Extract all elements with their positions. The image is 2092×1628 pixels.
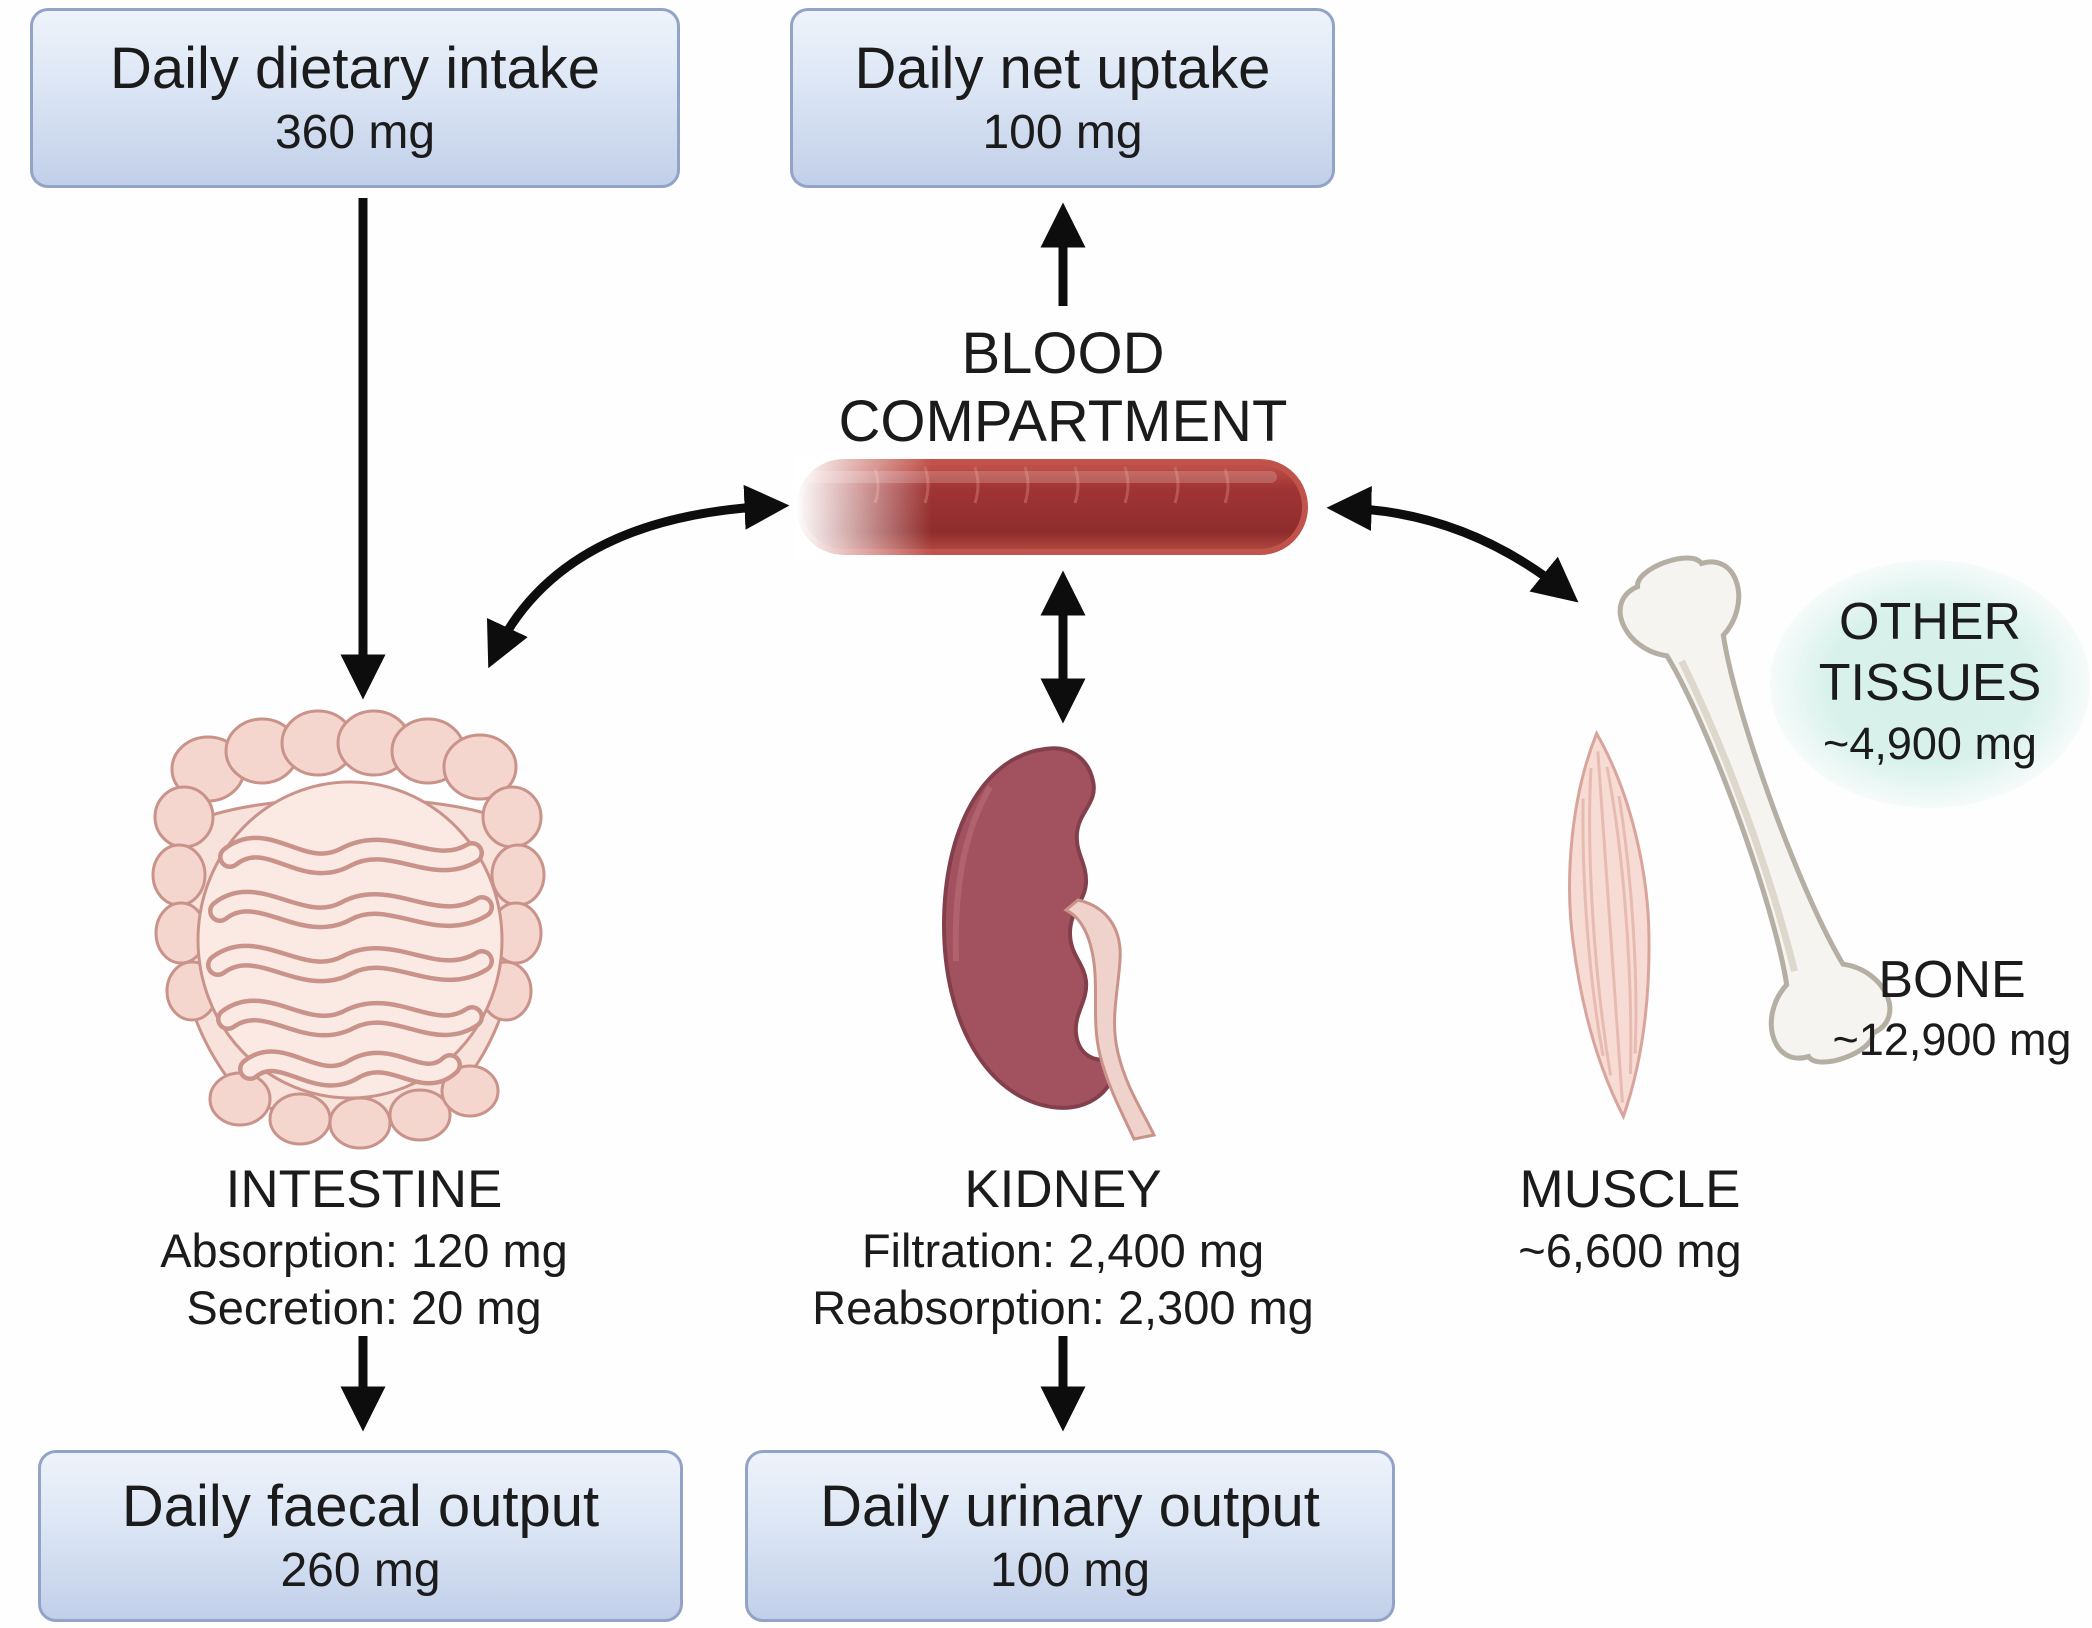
dietary-intake-title: Daily dietary intake <box>110 35 600 101</box>
blood-vessel-illustration <box>795 455 1320 560</box>
dietary-intake-value: 360 mg <box>274 106 436 160</box>
colon-haustra <box>151 709 546 1150</box>
bone-illustration <box>1617 555 1893 1065</box>
faecal-output-box: Daily faecal output 260 mg <box>38 1450 683 1622</box>
intestine-secretion: Secretion: 20 mg <box>186 1280 542 1334</box>
muscle-label: MUSCLE ~6,600 mg <box>1470 1158 1790 1279</box>
muscle-striations <box>1581 751 1638 1103</box>
kidney-label: KIDNEY Filtration: 2,400 mg Reabsorption… <box>738 1158 1388 1336</box>
bone-label: BONE ~12,900 mg <box>1812 950 2092 1070</box>
other-tissues-line1: OTHER <box>1839 593 2021 651</box>
net-uptake-value: 100 mg <box>982 106 1143 160</box>
bone-value: ~12,900 mg <box>1832 1014 2072 1066</box>
bone-name: BONE <box>1878 951 2026 1009</box>
arrow-blood-bone-bidirectional <box>1326 486 1579 603</box>
muscle-value: ~6,600 mg <box>1518 1223 1742 1277</box>
small-intestine-coils-fill <box>210 840 490 1084</box>
other-tissues-glow <box>1770 560 2090 808</box>
faecal-output-value: 260 mg <box>280 1544 441 1598</box>
net-uptake-box: Daily net uptake 100 mg <box>790 8 1335 188</box>
net-uptake-title: Daily net uptake <box>854 35 1271 101</box>
blood-compartment-line1: BLOOD <box>961 321 1165 386</box>
ureter <box>1063 898 1157 1141</box>
urinary-output-box: Daily urinary output 100 mg <box>745 1450 1395 1622</box>
kidney-filtration: Filtration: 2,400 mg <box>861 1223 1265 1277</box>
intestine-name: INTESTINE <box>225 1160 503 1219</box>
faecal-output-title: Daily faecal output <box>121 1473 600 1539</box>
muscle-illustration <box>1568 730 1651 1121</box>
muscle-name: MUSCLE <box>1519 1160 1741 1219</box>
arrow-blood-intestine-bidirectional <box>486 484 790 669</box>
other-tissues-value: ~4,900 mg <box>1823 717 2037 769</box>
kidney-illustration <box>941 746 1157 1141</box>
blood-compartment-label: BLOOD COMPARTMENT <box>798 320 1328 457</box>
blood-compartment-line2: COMPARTMENT <box>838 389 1288 455</box>
dietary-intake-box: Daily dietary intake 360 mg <box>30 8 680 188</box>
intestine-absorption: Absorption: 120 mg <box>160 1223 568 1277</box>
other-tissues-label: OTHER TISSUES ~4,900 mg <box>1780 592 2080 773</box>
urinary-output-title: Daily urinary output <box>820 1473 1320 1539</box>
intestine-label: INTESTINE Absorption: 120 mg Secretion: … <box>58 1158 670 1336</box>
intestine-illustration <box>151 709 546 1150</box>
other-tissues-line2: TISSUES <box>1818 654 2042 713</box>
kidney-name: KIDNEY <box>964 1160 1162 1219</box>
kidney-reabsorption: Reabsorption: 2,300 mg <box>812 1280 1314 1334</box>
urinary-output-value: 100 mg <box>989 1544 1151 1598</box>
